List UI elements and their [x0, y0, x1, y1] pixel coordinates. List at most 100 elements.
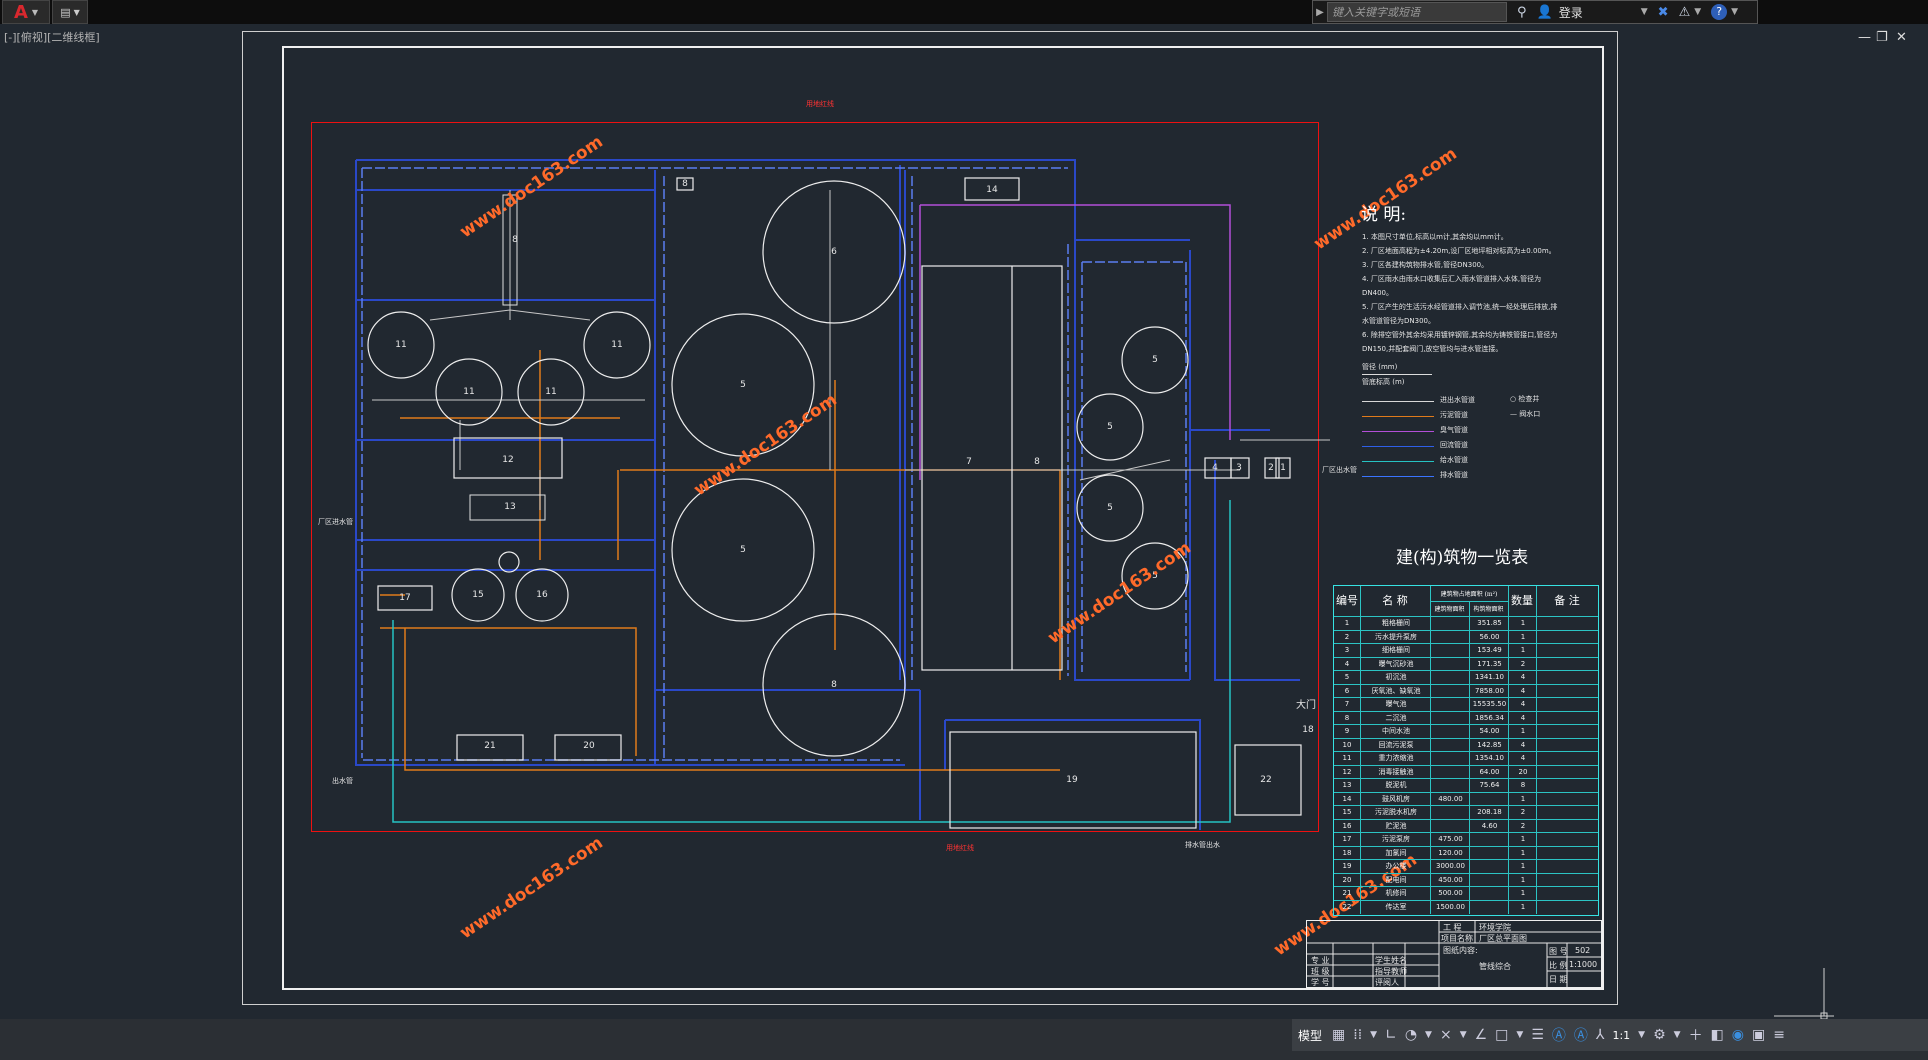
chevron-down-icon[interactable]: ▼: [1459, 1030, 1467, 1040]
tb-project-label: 工 程: [1443, 923, 1462, 932]
table-cell-note: [1536, 833, 1599, 847]
customize-icon[interactable]: ≡: [1773, 1027, 1785, 1043]
table-cell-no: 8: [1344, 713, 1350, 722]
binoculars-icon[interactable]: ⚲: [1517, 4, 1527, 20]
clean-screen-icon[interactable]: ▣: [1752, 1027, 1766, 1043]
tb-name-value: 厂区总平面图: [1479, 934, 1527, 943]
chevron-down-icon[interactable]: ▼: [1731, 7, 1739, 17]
unit-label: 5: [1152, 355, 1158, 365]
legend-row: 污泥管道— 阀水口: [1362, 409, 1592, 424]
legend-swatch: [1362, 461, 1434, 462]
chevron-down-icon: ▼: [73, 7, 80, 17]
grid-icon[interactable]: ▦: [1332, 1027, 1346, 1043]
table-cell-name: 消毒接触池: [1360, 765, 1431, 779]
quick-access-toolbar-button[interactable]: ▤▼: [52, 0, 88, 24]
unit-label: 17: [399, 593, 411, 603]
unit-label: 5: [1107, 503, 1113, 513]
application-menu-button[interactable]: A ▼: [2, 0, 50, 24]
autocad-logo-icon: A: [13, 1, 28, 23]
table-head-area-a: 建筑物面积: [1434, 606, 1465, 613]
table-cell-name: 细格栅间: [1360, 644, 1431, 658]
lineweight-icon[interactable]: ☰: [1531, 1027, 1544, 1043]
table-cell-note: [1536, 630, 1599, 644]
table-cell-q: 1: [1508, 644, 1537, 658]
scale-value[interactable]: 1:1: [1612, 1028, 1631, 1042]
annotation-visibility-icon[interactable]: Ⓐ: [1551, 1028, 1566, 1044]
table-subhead-divider: [1469, 601, 1470, 616]
table-cell-a: [1430, 644, 1470, 658]
user-icon[interactable]: 👤: [1536, 4, 1553, 20]
table-cell-name: 鼓风机房: [1360, 792, 1431, 806]
note-item: 1. 本图尺寸单位,标高以m计,其余均以mm计。: [1362, 233, 1508, 241]
isodraft-icon[interactable]: ⨯: [1439, 1027, 1452, 1043]
legend-swatch: [1362, 476, 1434, 477]
chevron-down-icon[interactable]: ▼: [1425, 1030, 1432, 1040]
table-cell-b: 351.85: [1469, 617, 1509, 631]
table-cell-note: [1536, 792, 1599, 806]
table-cell-a: [1430, 819, 1470, 833]
unit-label: 19: [1066, 775, 1078, 785]
table-cell-b: 75.64: [1469, 779, 1509, 793]
legend-row: 排水管道: [1362, 469, 1592, 484]
table-cell-no: 22: [1342, 902, 1352, 911]
tb-scale-value: 1:1000: [1569, 960, 1598, 969]
osnap-track-icon[interactable]: ∠: [1474, 1027, 1488, 1043]
legend-row: 给水管道: [1362, 454, 1592, 469]
polar-icon[interactable]: ◔: [1404, 1027, 1418, 1043]
minimize-icon[interactable]: —: [1858, 30, 1871, 45]
table-cell-no: 1: [1344, 619, 1350, 627]
legend-row: 进出水管道○ 检查井: [1362, 394, 1592, 409]
expand-arrow-icon[interactable]: ▶: [1316, 6, 1324, 18]
legend-label: 污泥管道: [1440, 411, 1468, 419]
table-cell-a: 480.00: [1430, 792, 1470, 806]
tb-page-value: 502: [1575, 946, 1591, 955]
table-cell-b: 142.85: [1469, 738, 1509, 752]
tb-content-label: 图纸内容:: [1443, 946, 1478, 955]
table-cell-name: 办公楼: [1360, 860, 1431, 874]
table-cell-no: 15: [1342, 808, 1352, 816]
legend-swatch: [1362, 446, 1434, 447]
unit-label: 11: [611, 340, 623, 350]
unit-label: 8: [682, 179, 688, 189]
table-cell-b: 4.60: [1469, 819, 1509, 833]
snap-icon[interactable]: ⁞⁞: [1353, 1027, 1363, 1043]
tb-major-label: 专 业: [1311, 956, 1330, 965]
exchange-icon[interactable]: ✖: [1657, 4, 1669, 20]
chevron-down-icon[interactable]: ▼: [1370, 1030, 1378, 1040]
table-cell-q: 1: [1508, 792, 1537, 806]
hardware-acceleration-icon[interactable]: ◉: [1731, 1027, 1745, 1043]
annotation-scale-icon[interactable]: ⅄: [1595, 1027, 1605, 1043]
osnap-icon[interactable]: □: [1495, 1027, 1509, 1043]
auto-scale-icon[interactable]: Ⓐ: [1573, 1028, 1588, 1044]
table-cell-q: 8: [1508, 779, 1537, 793]
chevron-down-icon[interactable]: ▼: [1694, 7, 1702, 17]
help-icon[interactable]: ?: [1711, 4, 1728, 20]
login-button[interactable]: 登录: [1558, 5, 1583, 20]
note-item: 4. 厂区雨水由雨水口收集后汇入雨水管道排入水体,管径为DN400。: [1362, 275, 1542, 297]
viewport-controls[interactable]: [-][俯视][二维线框]: [4, 31, 100, 44]
table-cell-note: [1536, 779, 1599, 793]
table-cell-no: 17: [1342, 835, 1352, 843]
isolate-icon[interactable]: ◧: [1710, 1027, 1724, 1043]
gear-icon[interactable]: ⚙: [1653, 1027, 1666, 1043]
model-space-button[interactable]: 模型: [1298, 1028, 1323, 1043]
a360-icon[interactable]: ⚠: [1678, 4, 1691, 20]
ortho-icon[interactable]: ∟: [1385, 1027, 1397, 1043]
chevron-down-icon[interactable]: ▼: [1638, 1030, 1646, 1040]
restore-icon[interactable]: ❐: [1876, 30, 1888, 45]
close-icon[interactable]: ✕: [1896, 30, 1907, 45]
table-cell-b: 54.00: [1469, 725, 1509, 739]
chevron-down-icon[interactable]: ▼: [1673, 1030, 1681, 1040]
table-cell-no: 18: [1342, 848, 1352, 857]
search-input[interactable]: [1327, 2, 1507, 22]
chevron-down-icon[interactable]: ▼: [1516, 1030, 1524, 1040]
plus-icon[interactable]: ＋: [1688, 1028, 1703, 1044]
chevron-down-icon[interactable]: ▼: [1640, 7, 1648, 17]
